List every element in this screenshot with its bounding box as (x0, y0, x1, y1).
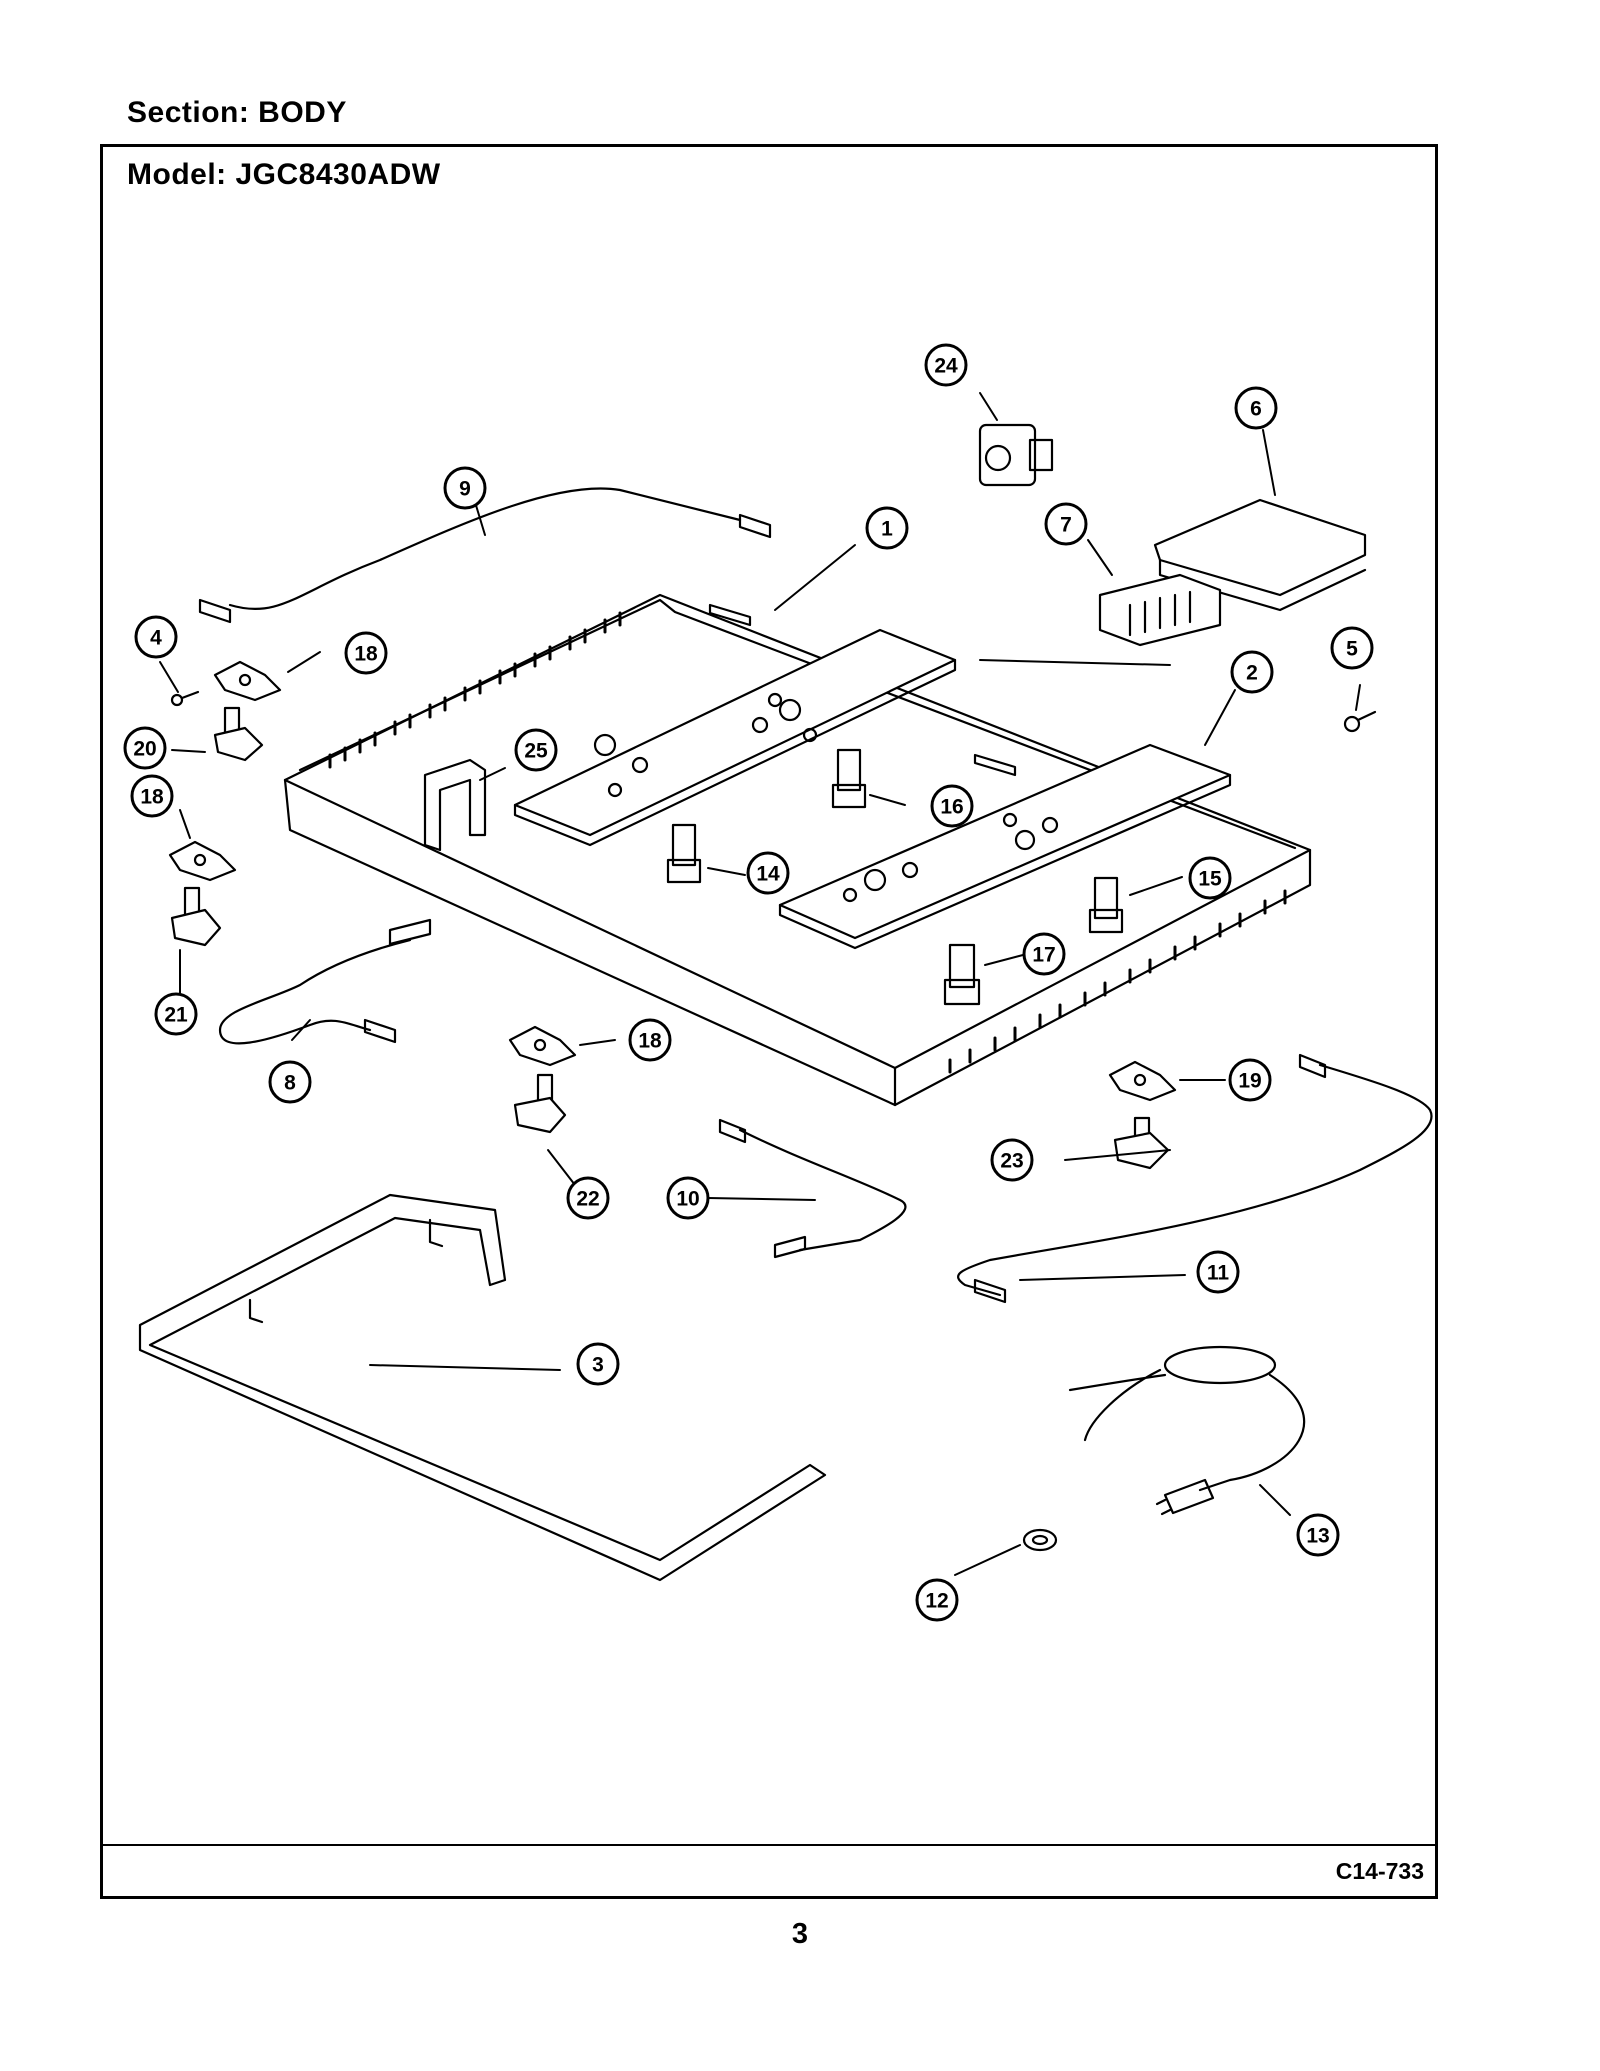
callout-20-circle (123, 726, 167, 770)
callout-1-circle (865, 506, 909, 550)
callout-18a: 18 (354, 643, 378, 666)
callout-8: 8 (284, 1072, 296, 1095)
callout-22-circle (566, 1176, 610, 1220)
callout-8-circle (268, 1060, 312, 1104)
callout-3: 3 (592, 1354, 604, 1377)
switch-23 (1113, 1116, 1170, 1170)
screw-5 (1343, 710, 1377, 733)
callout-13: 13 (1306, 1525, 1329, 1548)
callout-24: 24 (934, 355, 958, 378)
valve-16 (831, 748, 867, 809)
callout-2: 2 (1246, 662, 1258, 685)
callout-18a-circle (344, 631, 388, 675)
callout-13-circle (1296, 1513, 1340, 1557)
callout-21: 21 (164, 1004, 188, 1027)
callout-12-circle (915, 1578, 959, 1622)
block-7 (1098, 573, 1222, 647)
callout-24-circle (924, 343, 968, 387)
callout-11: 11 (1207, 1262, 1230, 1285)
callout-2-circle (1230, 650, 1274, 694)
diagram-code: C14-733 (1335, 1858, 1424, 1884)
callout-10: 10 (676, 1188, 699, 1211)
callout-15: 15 (1198, 868, 1222, 891)
callout-20: 20 (133, 738, 156, 761)
clip-18c (508, 1025, 577, 1067)
callout-14: 14 (756, 863, 780, 886)
clip-18a (213, 660, 282, 702)
callout-21-circle (154, 992, 198, 1036)
tube-11 (957, 1053, 1433, 1304)
callout-14-circle (746, 851, 790, 895)
callout-23: 23 (1000, 1150, 1023, 1173)
burner-rails (513, 628, 1232, 950)
callout-18c: 18 (638, 1030, 662, 1053)
callout-5: 5 (1346, 638, 1358, 661)
callout-9: 9 (459, 478, 471, 501)
callout-6-circle (1234, 386, 1278, 430)
callout-7-circle (1044, 502, 1088, 546)
power-cord-13 (1068, 1345, 1306, 1516)
callout-3-circle (576, 1342, 620, 1386)
regulator-24 (978, 423, 1054, 487)
clip-18b (168, 840, 237, 882)
callout-22: 22 (576, 1188, 599, 1211)
callout-4: 4 (150, 627, 162, 650)
valve-14 (666, 823, 702, 884)
callout-25: 25 (524, 740, 548, 763)
switch-22 (513, 1073, 567, 1134)
valve-15 (1088, 876, 1124, 934)
valve-17 (943, 943, 981, 1006)
callout-1: 1 (881, 518, 893, 541)
callout-17-circle (1022, 932, 1066, 976)
manifold-frame (138, 1193, 827, 1582)
callout-5-circle (1330, 626, 1374, 670)
callout-19-circle (1228, 1058, 1272, 1102)
bushing-12 (1022, 1528, 1058, 1552)
callout-16: 16 (940, 796, 963, 819)
clip-19 (1108, 1060, 1177, 1102)
callout-18b-circle (130, 774, 174, 818)
callout-19: 19 (1238, 1070, 1261, 1093)
footer-divider (100, 1844, 1438, 1846)
callout-4-circle (134, 615, 178, 659)
switch-21 (170, 886, 222, 947)
callout-9-circle (443, 466, 487, 510)
page-number: 3 (791, 1918, 809, 1950)
callout-10-circle (666, 1176, 710, 1220)
callout-16-circle (930, 784, 974, 828)
callout-11-circle (1196, 1250, 1240, 1294)
switch-20 (213, 706, 264, 762)
callout-7: 7 (1060, 514, 1072, 537)
callout-6: 6 (1250, 398, 1262, 421)
bracket-25 (423, 758, 487, 852)
callout-18c-circle (628, 1018, 672, 1062)
diagram-frame (100, 144, 1438, 1899)
screw-4 (170, 690, 200, 707)
callout-12: 12 (925, 1590, 948, 1613)
callout-15-circle (1188, 856, 1232, 900)
model-title: Model: JGC8430ADW (127, 158, 441, 191)
tube-10 (718, 1118, 907, 1259)
tube-9 (198, 487, 772, 624)
callout-18b: 18 (140, 786, 164, 809)
callout-25-circle (514, 728, 558, 772)
callout-17: 17 (1032, 944, 1055, 967)
section-title: Section: BODY (127, 96, 347, 129)
tube-8 (218, 918, 432, 1045)
cover-6 (1153, 498, 1367, 612)
callout-23-circle (990, 1138, 1034, 1182)
